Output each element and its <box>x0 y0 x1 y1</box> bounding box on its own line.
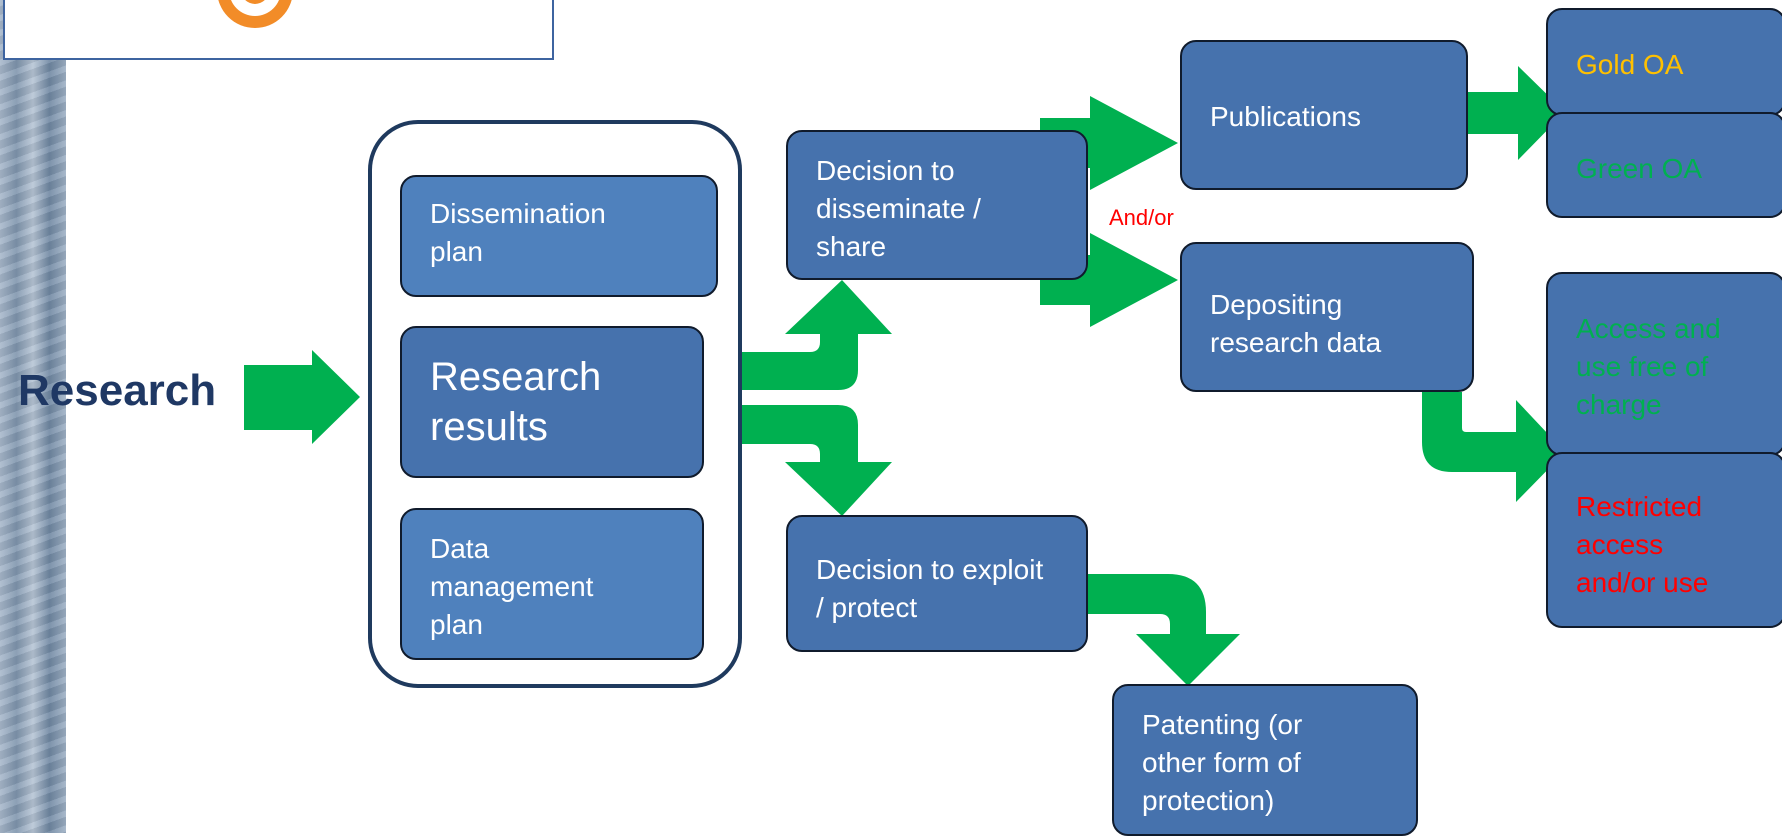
arrow-research-to-results <box>244 350 360 444</box>
data-management-plan-box: Data management plan <box>400 508 704 660</box>
decorative-sidebar <box>0 0 66 833</box>
decision-exploit-box: Decision to exploit / protect <box>786 515 1088 652</box>
logo-banner <box>3 0 554 60</box>
restricted-access-box: Restricted access and/or use <box>1546 452 1782 628</box>
research-results-box: Research results <box>400 326 704 478</box>
arrow-exploit-to-patenting <box>1088 574 1240 686</box>
arrow-results-to-disseminate <box>742 280 892 390</box>
arrow-publications-to-oa <box>1468 66 1565 160</box>
depositing-research-data-box: Depositing research data <box>1180 242 1474 392</box>
decision-disseminate-box: Decision to disseminate / share <box>786 130 1088 280</box>
and-or-label: And/or <box>1109 205 1174 230</box>
publications-box: Publications <box>1180 40 1468 190</box>
green-oa-box: Green OA <box>1546 112 1782 218</box>
orange-ring-logo-icon <box>218 0 292 28</box>
arrow-depositing-to-access <box>1422 392 1565 502</box>
gold-oa-box: Gold OA <box>1546 8 1782 116</box>
research-label: Research <box>18 366 217 415</box>
arrow-results-to-exploit <box>742 405 892 516</box>
patenting-box: Patenting (or other form of protection) <box>1112 684 1418 836</box>
dissemination-plan-box: Dissemination plan <box>400 175 718 297</box>
access-free-box: Access and use free of charge <box>1546 272 1782 456</box>
